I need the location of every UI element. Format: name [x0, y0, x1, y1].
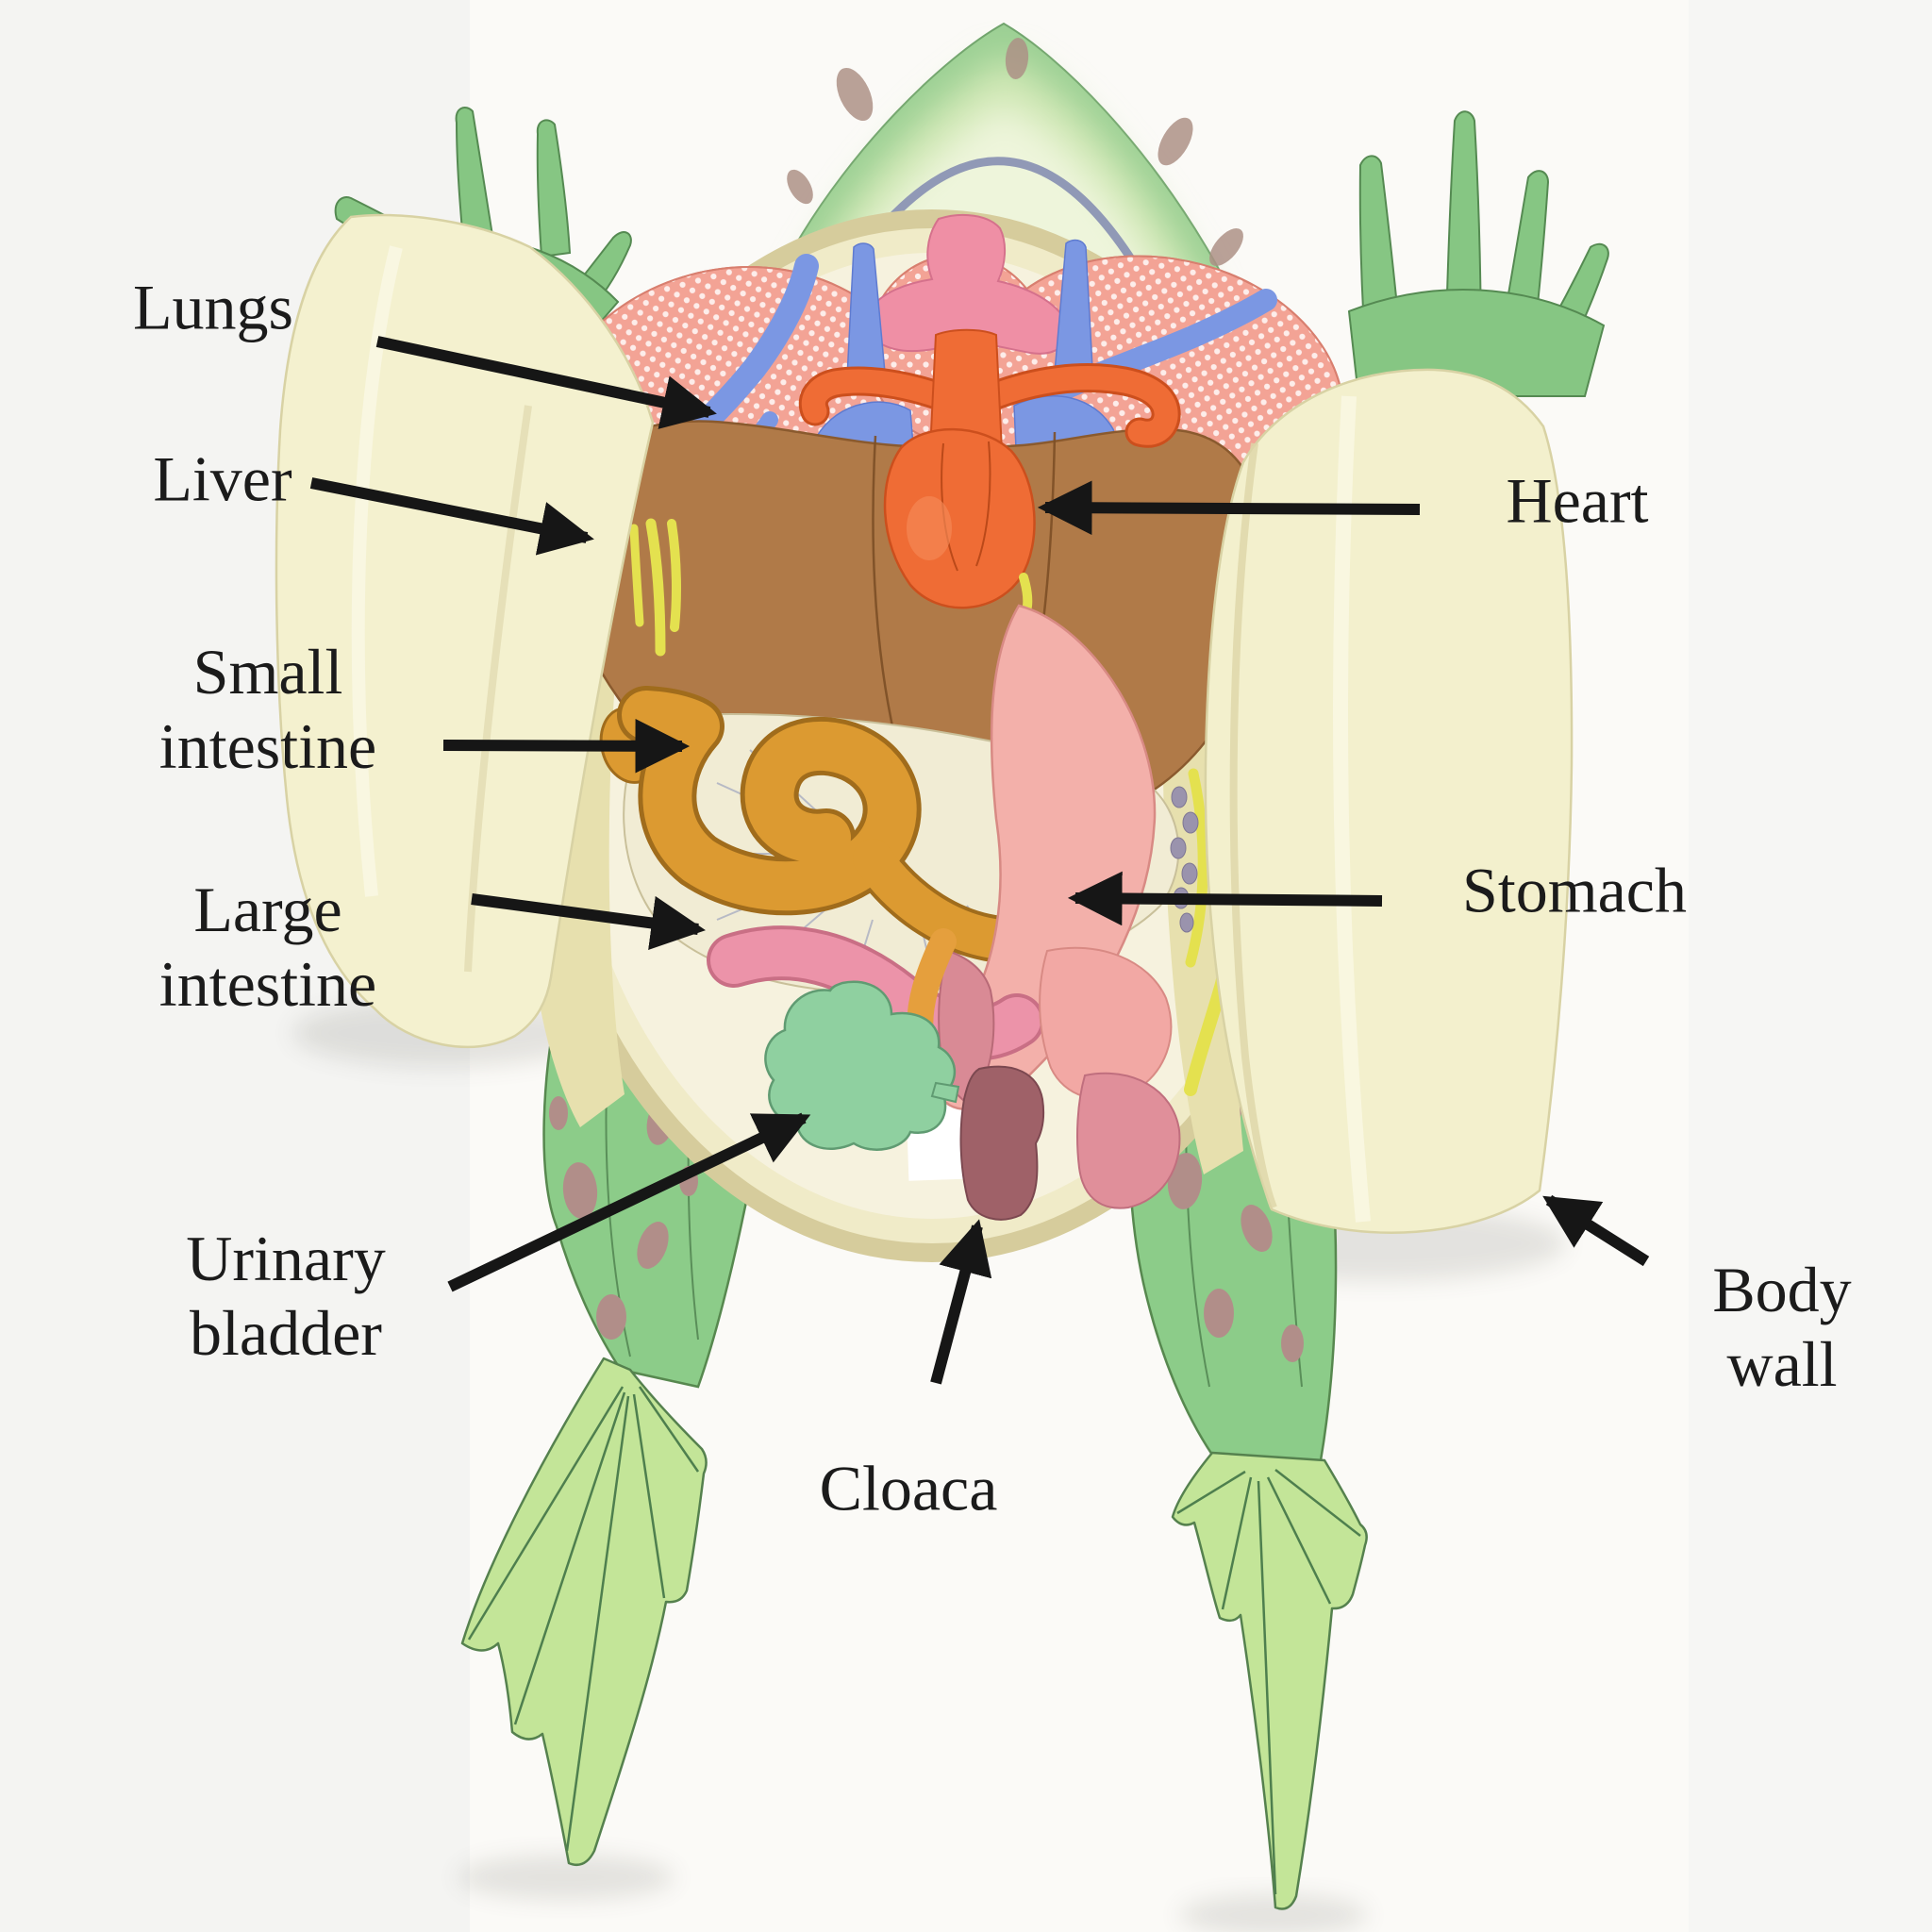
heart	[798, 328, 1181, 609]
arrow-small-intestine	[442, 719, 691, 774]
urinary-bladder	[764, 980, 960, 1151]
arrow-large-intestine	[471, 893, 706, 951]
right-toe-ridges	[1176, 1469, 1361, 1895]
pelvic-organs	[1039, 946, 1181, 1209]
label-stomach: Stomach	[1462, 854, 1687, 926]
arrow-body-wall	[1542, 1194, 1650, 1267]
arrow-heart	[1037, 480, 1421, 536]
label-small-intestine: Small intestine	[158, 636, 377, 782]
left-toe-ridges	[467, 1386, 700, 1852]
label-large-intestine: Large intestine	[158, 874, 377, 1020]
label-liver: Liver	[153, 442, 292, 515]
arrow-urinary-bladder	[447, 1112, 811, 1292]
heart-ventricle	[883, 427, 1036, 609]
label-heart: Heart	[1506, 464, 1649, 537]
label-lungs: Lungs	[133, 271, 293, 343]
arrow-cloaca	[930, 1219, 992, 1385]
arrow-stomach	[1067, 871, 1383, 926]
label-body-wall: Body wall	[1712, 1254, 1852, 1400]
left-webbed-foot	[460, 1357, 708, 1867]
cloaca	[959, 1065, 1045, 1221]
pointer-arrows	[309, 336, 1650, 1385]
label-cloaca: Cloaca	[819, 1452, 998, 1524]
arrow-liver	[309, 477, 594, 556]
arrow-lungs	[375, 336, 717, 429]
right-webbed-foot	[1171, 1451, 1368, 1910]
label-urinary-bladder: Urinary bladder	[186, 1223, 386, 1369]
